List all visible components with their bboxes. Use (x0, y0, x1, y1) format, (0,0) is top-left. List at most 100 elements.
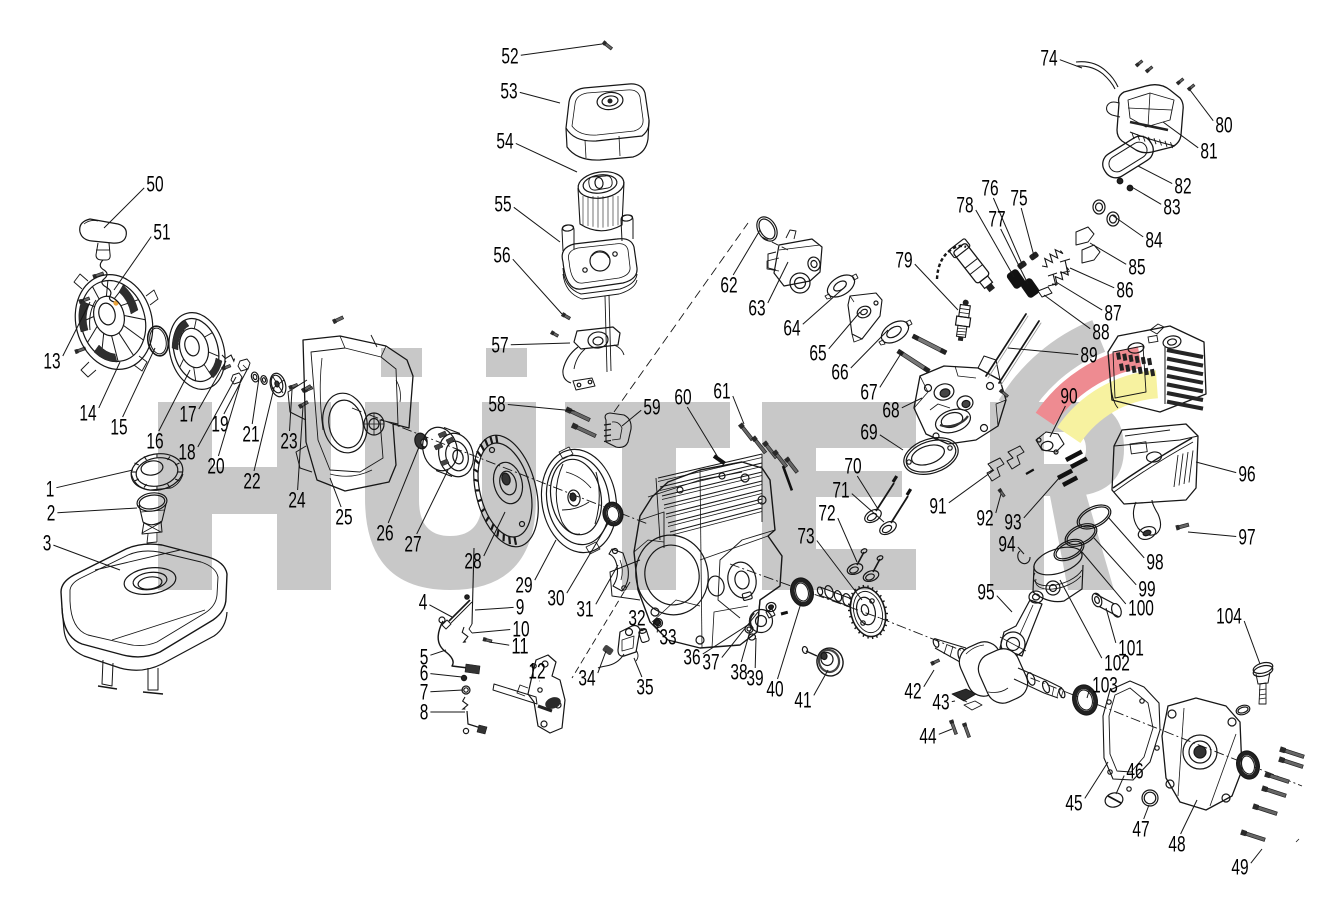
svg-text:49: 49 (1231, 855, 1248, 880)
svg-text:86: 86 (1116, 278, 1133, 303)
svg-text:16: 16 (146, 429, 163, 454)
svg-text:90: 90 (1060, 384, 1077, 409)
svg-text:45: 45 (1065, 791, 1082, 816)
svg-text:79: 79 (895, 248, 912, 273)
svg-text:11: 11 (511, 634, 528, 659)
svg-text:8: 8 (420, 700, 429, 725)
svg-text:20: 20 (207, 454, 224, 479)
svg-text:29: 29 (515, 573, 532, 598)
svg-text:103: 103 (1092, 673, 1118, 698)
svg-text:70: 70 (844, 454, 861, 479)
svg-text:18: 18 (178, 440, 195, 465)
svg-text:53: 53 (500, 79, 517, 104)
svg-text:61: 61 (713, 379, 730, 404)
svg-text:42: 42 (904, 679, 921, 704)
svg-text:24: 24 (288, 488, 305, 513)
svg-text:31: 31 (576, 597, 593, 622)
svg-text:96: 96 (1238, 462, 1255, 487)
svg-text:93: 93 (1004, 510, 1021, 535)
svg-text:34: 34 (578, 666, 595, 691)
svg-text:56: 56 (493, 243, 510, 268)
svg-text:15: 15 (110, 415, 127, 440)
svg-text:12: 12 (528, 659, 545, 684)
svg-text:46: 46 (1126, 759, 1143, 784)
svg-text:30: 30 (547, 586, 564, 611)
svg-text:14: 14 (79, 401, 96, 426)
svg-text:101: 101 (1118, 636, 1144, 661)
svg-text:78: 78 (956, 193, 973, 218)
svg-text:2: 2 (47, 501, 56, 526)
svg-text:91: 91 (929, 494, 946, 519)
svg-text:54: 54 (496, 129, 513, 154)
svg-text:48: 48 (1168, 832, 1185, 857)
svg-text:25: 25 (335, 505, 352, 530)
svg-text:17: 17 (179, 402, 196, 427)
svg-text:65: 65 (809, 341, 826, 366)
svg-text:5: 5 (420, 645, 429, 670)
svg-text:40: 40 (766, 677, 783, 702)
svg-text:80: 80 (1215, 113, 1232, 138)
svg-text:62: 62 (720, 273, 737, 298)
svg-text:26: 26 (376, 521, 393, 546)
svg-text:6: 6 (420, 661, 429, 686)
svg-text:99: 99 (1138, 577, 1155, 602)
svg-text:9: 9 (516, 595, 525, 620)
svg-text:87: 87 (1104, 301, 1121, 326)
svg-text:37: 37 (702, 650, 719, 675)
svg-text:67: 67 (860, 380, 877, 405)
svg-text:71: 71 (832, 478, 849, 503)
svg-text:95: 95 (977, 580, 994, 605)
svg-text:10: 10 (512, 617, 529, 642)
svg-text:84: 84 (1145, 228, 1162, 253)
svg-text:32: 32 (628, 606, 645, 631)
svg-text:27: 27 (404, 532, 421, 557)
svg-text:88: 88 (1092, 320, 1109, 345)
svg-text:73: 73 (797, 524, 814, 549)
svg-text:52: 52 (501, 44, 518, 69)
svg-text:76: 76 (981, 176, 998, 201)
svg-text:23: 23 (280, 429, 297, 454)
svg-text:66: 66 (831, 360, 848, 385)
svg-text:102: 102 (1104, 651, 1130, 676)
svg-text:100: 100 (1128, 596, 1154, 621)
svg-text:47: 47 (1132, 817, 1149, 842)
svg-text:63: 63 (748, 296, 765, 321)
svg-text:94: 94 (998, 532, 1015, 557)
svg-text:50: 50 (146, 172, 163, 197)
svg-text:69: 69 (860, 420, 877, 445)
svg-text:38: 38 (730, 660, 747, 685)
svg-text:21: 21 (242, 422, 259, 447)
svg-text:3: 3 (43, 531, 52, 556)
svg-text:68: 68 (882, 398, 899, 423)
svg-text:44: 44 (919, 724, 936, 749)
svg-text:55: 55 (494, 192, 511, 217)
svg-text:19: 19 (211, 412, 228, 437)
svg-text:58: 58 (488, 392, 505, 417)
svg-text:43: 43 (932, 690, 949, 715)
svg-text:64: 64 (783, 316, 800, 341)
svg-text:36: 36 (683, 645, 700, 670)
svg-text:77: 77 (988, 207, 1005, 232)
svg-text:83: 83 (1163, 195, 1180, 220)
svg-text:98: 98 (1146, 550, 1163, 575)
svg-text:75: 75 (1010, 186, 1027, 211)
svg-text:39: 39 (746, 666, 763, 691)
svg-text:59: 59 (643, 395, 660, 420)
svg-text:41: 41 (794, 688, 811, 713)
svg-text:104: 104 (1216, 604, 1242, 629)
svg-text:28: 28 (464, 549, 481, 574)
svg-text:72: 72 (818, 501, 835, 526)
svg-text:22: 22 (243, 469, 260, 494)
svg-text:33: 33 (659, 625, 676, 650)
svg-text:82: 82 (1174, 174, 1191, 199)
svg-text:1: 1 (46, 477, 55, 502)
svg-text:4: 4 (419, 590, 428, 615)
svg-text:74: 74 (1040, 46, 1057, 71)
svg-text:35: 35 (636, 675, 653, 700)
svg-text:7: 7 (420, 680, 429, 705)
svg-text:89: 89 (1080, 343, 1097, 368)
svg-text:13: 13 (43, 349, 60, 374)
svg-text:51: 51 (153, 220, 170, 245)
svg-text:97: 97 (1238, 525, 1255, 550)
svg-text:81: 81 (1200, 139, 1217, 164)
